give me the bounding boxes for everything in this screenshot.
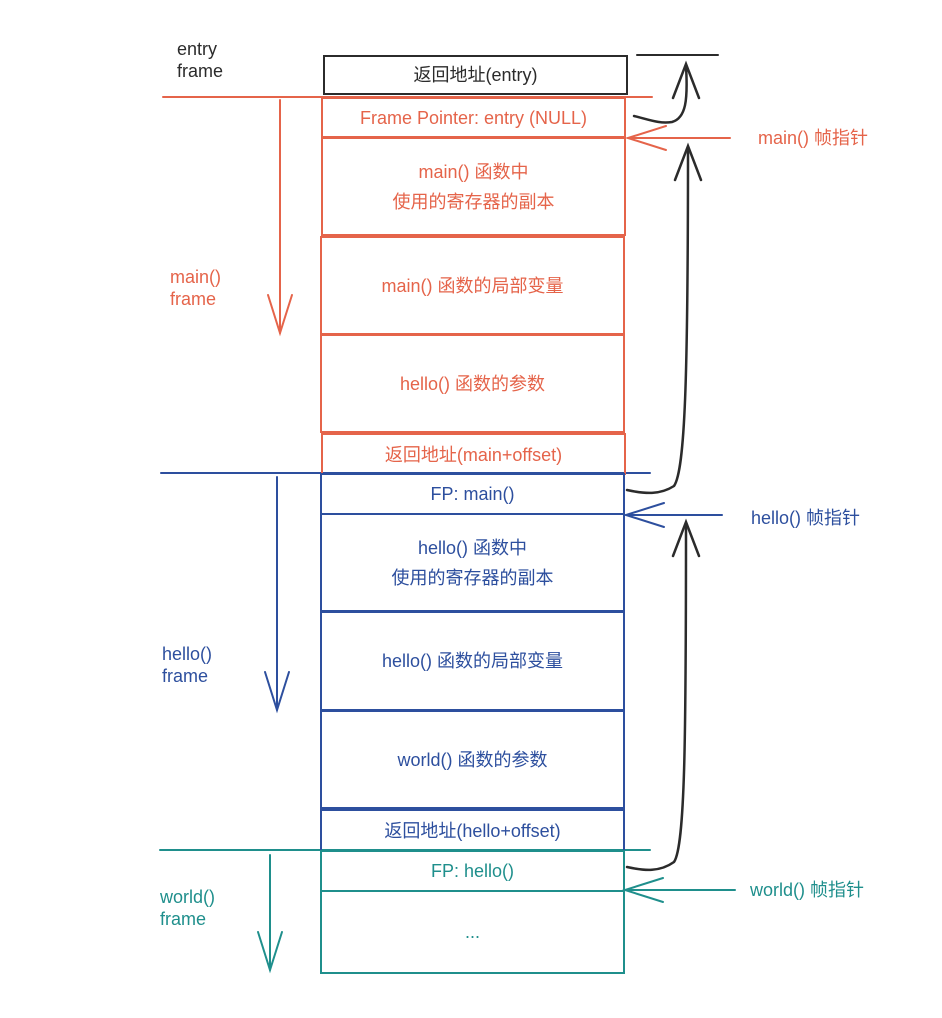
stack-cell-return-address-main: 返回地址(main+offset) <box>321 433 626 475</box>
fp-link-arrowhead-hello <box>671 518 701 558</box>
fp-link-curve-main <box>625 146 690 495</box>
frame-label-hello: hello() frame <box>162 644 213 686</box>
frame-arrow-main-head <box>267 294 293 337</box>
fp-link-curve-hello <box>625 522 688 872</box>
stack-cell-hello-registers: hello() 函数中 使用的寄存器的副本 <box>320 513 625 612</box>
stack-cell-hello-locals: hello() 函数的局部变量 <box>320 611 625 711</box>
frame-label-world: world() frame <box>160 887 216 929</box>
stack-cell-world-args: world() 函数的参数 <box>320 710 625 809</box>
stack-cell-main-registers: main() 函数中 使用的寄存器的副本 <box>321 137 626 236</box>
frame-pointer-label-hello: hello() 帧指针 <box>751 508 861 528</box>
stack-cell-frame-pointer-entry: Frame Pointer: entry (NULL) <box>321 97 626 138</box>
frame-pointer-label-world: world() 帧指针 <box>750 880 865 900</box>
stack-cell-world-more: ... <box>320 890 625 974</box>
fp-link-curve-entry <box>632 64 688 124</box>
stack-cell-fp-main: FP: main() <box>320 473 625 515</box>
frame-arrow-hello-head <box>264 671 290 714</box>
frame-pointer-arrow-hello-head <box>622 502 665 528</box>
frame-pointer-arrow-main-head <box>624 125 667 151</box>
frame-arrow-world-head <box>257 931 283 974</box>
frame-label-main: main() frame <box>170 267 222 309</box>
stack-cell-main-locals: main() 函数的局部变量 <box>320 236 625 335</box>
stack-cell-hello-args: hello() 函数的参数 <box>320 334 625 433</box>
stack-cell-fp-hello: FP: hello() <box>320 850 625 892</box>
frame-label-entry: entry frame <box>177 39 224 81</box>
stack-cell-return-address-hello: 返回地址(hello+offset) <box>320 809 625 851</box>
stack-cell-return-address-entry: 返回地址(entry) <box>323 55 628 95</box>
fp-link-arrowhead-main <box>673 142 703 182</box>
fp-link-arrowhead-entry <box>671 60 701 100</box>
frame-pointer-arrow-world-head <box>621 877 664 903</box>
frame-pointer-label-main: main() 帧指针 <box>758 128 869 148</box>
